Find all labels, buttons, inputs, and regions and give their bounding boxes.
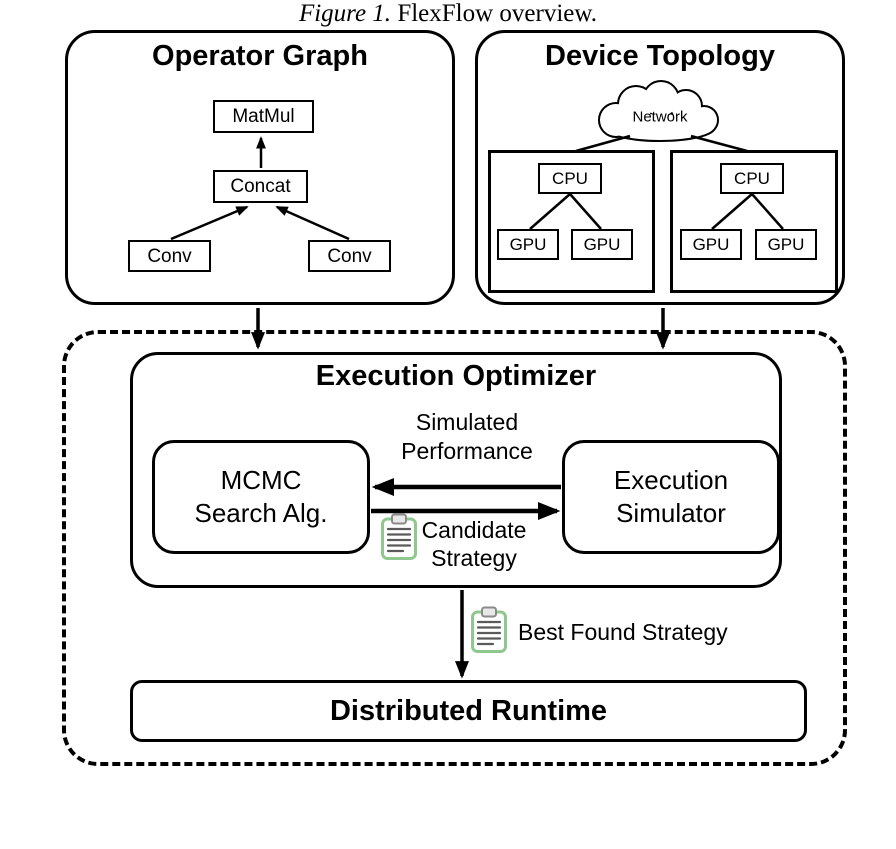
node-cpu-right: CPU — [720, 163, 784, 194]
execution-optimizer-title: Execution Optimizer — [315, 360, 597, 392]
node-gpu-right-2: GPU — [755, 229, 817, 260]
figure-caption-label: Figure 1. — [298, 0, 392, 27]
figure-caption-text: FlexFlow overview. — [397, 0, 598, 27]
execution-simulator-box: Execution Simulator — [562, 440, 780, 554]
node-concat: Concat — [213, 170, 308, 203]
distributed-runtime-title: Distributed Runtime — [329, 694, 608, 727]
candidate-strategy-clipboard-icon — [379, 512, 419, 561]
best-strategy-clipboard-icon — [469, 605, 509, 654]
simulator-label-line2: Simulator — [616, 498, 726, 528]
node-gpu-left-1: GPU — [497, 229, 559, 260]
node-gpu-left-2: GPU — [571, 229, 633, 260]
node-gpu-right-1: GPU — [680, 229, 742, 260]
distributed-runtime-box: Distributed Runtime — [130, 680, 807, 742]
mcmc-search-box: MCMC Search Alg. — [152, 440, 370, 554]
device-topology-title: Device Topology — [545, 40, 775, 72]
candidate-strategy-label: Candidate Strategy — [421, 517, 527, 571]
best-found-strategy-label: Best Found Strategy — [518, 619, 728, 645]
simulator-label-line1: Execution — [613, 465, 729, 495]
network-label: Network — [632, 108, 688, 126]
mcmc-label-line1: MCMC — [220, 465, 302, 495]
node-matmul: MatMul — [213, 100, 314, 133]
node-cpu-left: CPU — [538, 163, 602, 194]
operator-graph-title: Operator Graph — [152, 40, 368, 72]
simulated-performance-label: Simulated Performance — [401, 409, 533, 464]
node-conv-right: Conv — [308, 240, 391, 272]
node-conv-left: Conv — [128, 240, 211, 272]
figure-caption: Figure 1. FlexFlow overview. — [0, 0, 896, 28]
mcmc-label-line2: Search Alg. — [194, 498, 328, 528]
